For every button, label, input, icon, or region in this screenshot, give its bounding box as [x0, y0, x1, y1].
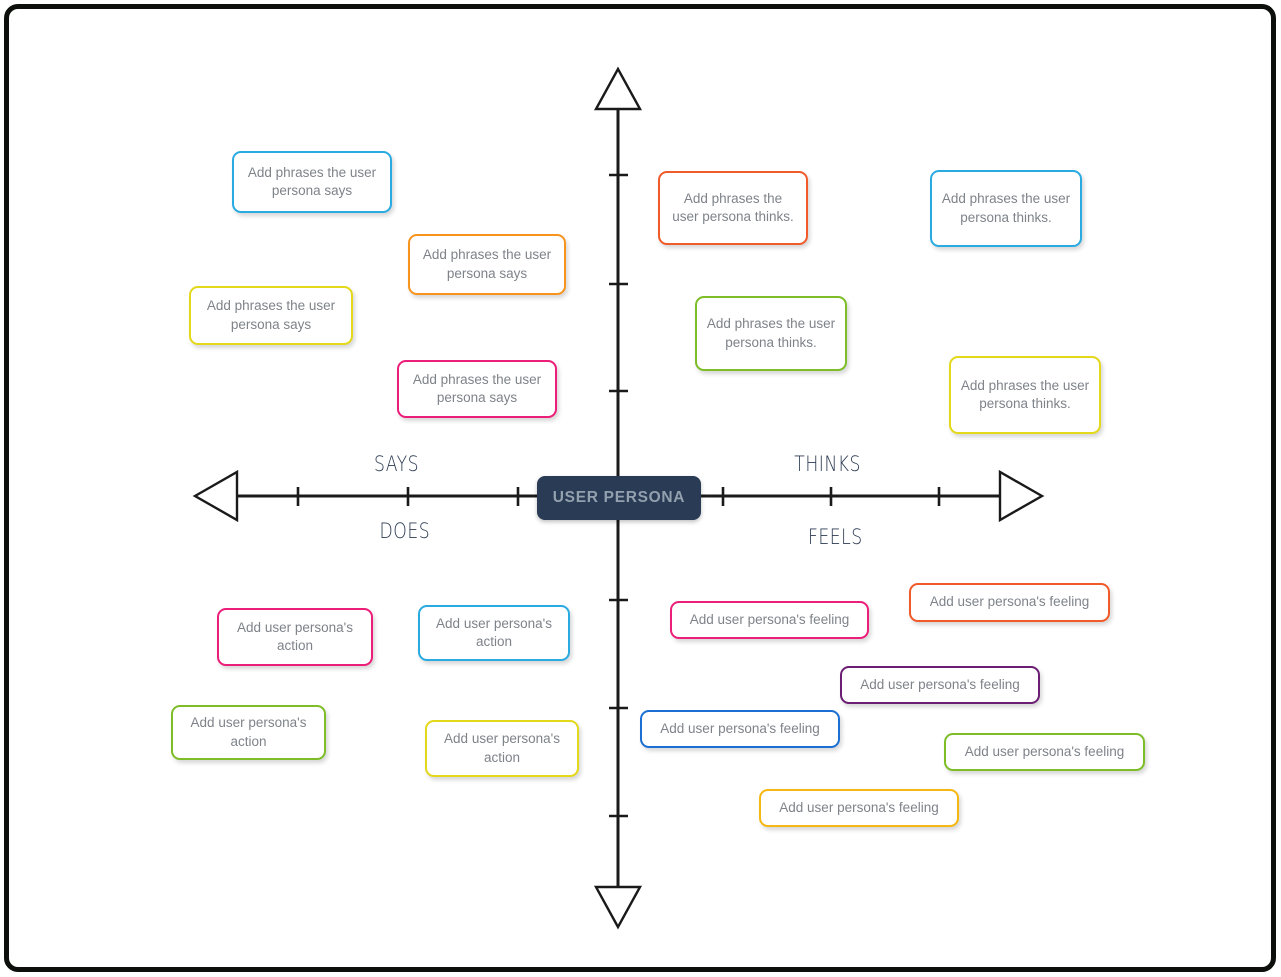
diagram-frame: SAYS THINKS DOES FEELS USER PERSONA Add …: [4, 4, 1276, 972]
arrow-up-icon: [593, 66, 643, 111]
sticky-card-feels[interactable]: Add user persona's feeling: [840, 666, 1040, 704]
sticky-card-feels[interactable]: Add user persona's feeling: [670, 601, 869, 639]
arrow-right-icon: [998, 469, 1045, 523]
arrow-left-icon: [192, 469, 239, 523]
quadrant-label-feels: FEELS: [807, 525, 863, 549]
sticky-card-feels[interactable]: Add user persona's feeling: [944, 733, 1145, 771]
quadrant-label-does: DOES: [379, 519, 431, 543]
sticky-card-does[interactable]: Add user persona's action: [425, 720, 579, 777]
sticky-card-feels[interactable]: Add user persona's feeling: [759, 789, 959, 827]
sticky-card-thinks[interactable]: Add phrases the user persona thinks.: [695, 296, 847, 371]
quadrant-label-thinks: THINKS: [794, 452, 861, 476]
sticky-card-feels[interactable]: Add user persona's feeling: [640, 710, 840, 748]
sticky-card-feels[interactable]: Add user persona's feeling: [909, 583, 1110, 622]
sticky-card-does[interactable]: Add user persona's action: [171, 705, 326, 760]
empathy-map-canvas[interactable]: SAYS THINKS DOES FEELS USER PERSONA Add …: [9, 9, 1271, 967]
sticky-card-thinks[interactable]: Add phrases the user persona thinks.: [949, 356, 1101, 434]
sticky-card-says[interactable]: Add phrases the user persona says: [232, 151, 392, 213]
sticky-card-thinks[interactable]: Add phrases the user persona thinks.: [658, 171, 808, 245]
user-persona-badge-label: USER PERSONA: [552, 489, 686, 506]
sticky-card-does[interactable]: Add user persona's action: [217, 608, 373, 666]
arrow-down-icon: [593, 885, 643, 930]
user-persona-badge[interactable]: USER PERSONA: [537, 476, 701, 520]
sticky-card-does[interactable]: Add user persona's action: [418, 605, 570, 661]
sticky-card-says[interactable]: Add phrases the user persona says: [397, 360, 557, 418]
sticky-card-thinks[interactable]: Add phrases the user persona thinks.: [930, 170, 1082, 247]
quadrant-label-says: SAYS: [373, 452, 420, 476]
sticky-card-says[interactable]: Add phrases the user persona says: [408, 234, 566, 295]
sticky-card-says[interactable]: Add phrases the user persona says: [189, 286, 353, 345]
